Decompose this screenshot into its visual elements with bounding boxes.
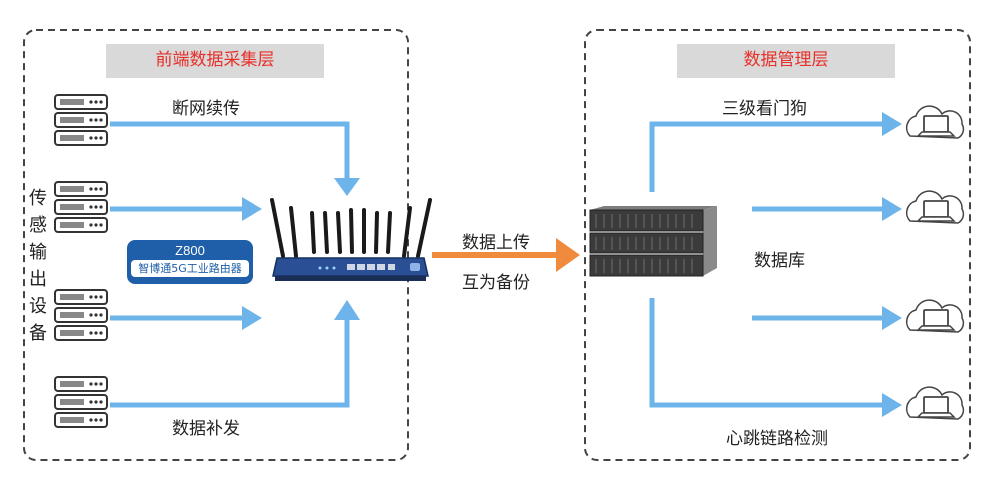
vertical-char: 出 [29,269,47,290]
arrow-head-db-2 [882,306,902,330]
label-watchdog: 三级看门狗 [722,99,807,119]
sensor-server-icon-2 [54,181,108,233]
arrow-head-down [334,178,360,196]
cloud-laptop-icon-4 [905,386,965,420]
right-panel-title: 数据管理层 [677,44,895,78]
left-panel-title: 前端数据采集层 [106,44,324,78]
rack-server-icon [589,206,717,277]
label-resume: 断网续传 [172,99,240,119]
vertical-char: 感 [29,215,47,236]
sensor-server-icon-1 [54,94,108,146]
left-panel-border [23,29,409,461]
vertical-char: 传 [29,188,47,209]
label-backup: 互为备份 [462,273,530,293]
router-icon [270,198,432,281]
arrow-head-db-1 [882,197,902,221]
arrow-head-right-2 [242,306,262,330]
arrow-head-up [334,300,360,320]
arrow-head-right-1 [242,197,262,221]
router-model: Z800 [175,243,205,258]
vertical-char: 设 [29,296,47,317]
label-heartbeat: 心跳链路检测 [726,429,828,449]
label-database: 数据库 [754,251,805,271]
sensor-server-icon-3 [54,289,108,341]
right-arrows [649,121,884,408]
label-upload: 数据上传 [462,233,530,253]
arrow-head-heartbeat [882,393,902,417]
vertical-char: 输 [29,242,47,263]
arrow-head-watchdog [882,112,902,136]
sensor-vertical-label: 传 感 输 出 设 备 [27,185,49,347]
upload-arrow-head [556,238,580,272]
left-arrows [110,121,350,408]
router-badge: Z800 智博通5G工业路由器 [127,240,253,284]
cloud-laptop-icon-2 [905,190,965,224]
vertical-char: 备 [29,323,47,344]
right-panel-border [584,29,971,461]
cloud-laptop-icon-1 [905,105,965,139]
label-resend: 数据补发 [172,419,240,439]
cloud-laptop-icon-3 [905,299,965,333]
router-name: 智博通5G工业路由器 [131,260,249,277]
sensor-server-icon-4 [54,376,108,428]
